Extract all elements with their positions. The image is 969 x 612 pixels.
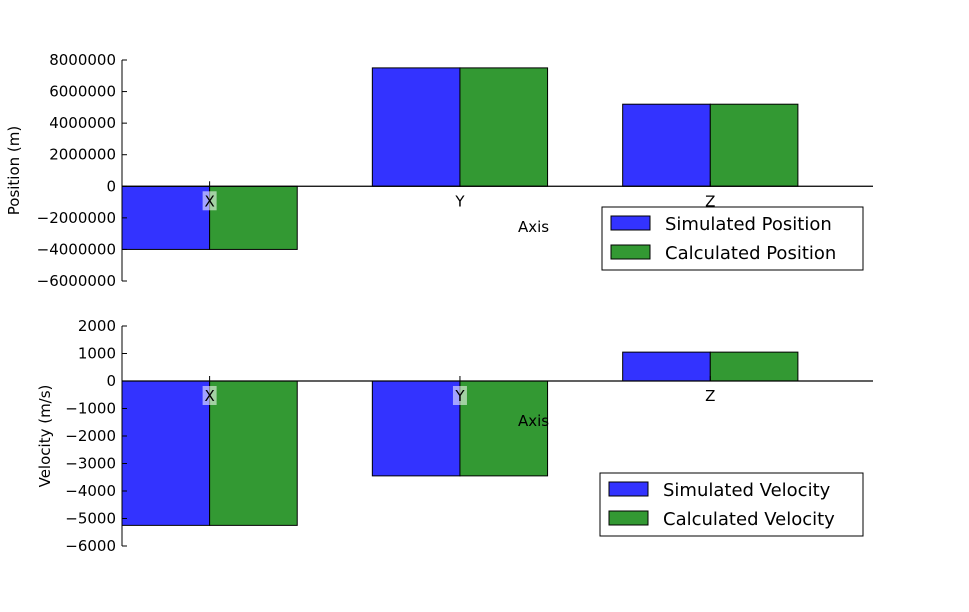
bar-calculated-position-z	[709, 103, 799, 187]
x-tick-label-bg	[202, 386, 217, 405]
x-tick-label-bg	[202, 191, 217, 211]
legend-swatch	[610, 215, 651, 231]
y-axis-title: Position (m)	[5, 126, 23, 216]
y-axis-title: Velocity (m/s)	[36, 385, 54, 488]
y-tick-label: −2000	[65, 427, 116, 445]
bar-simulated-position-z	[622, 103, 711, 187]
bar-calculated-velocity-y	[459, 380, 549, 477]
bar-simulated-velocity-z	[622, 351, 711, 382]
x-tick-label: Y	[454, 192, 465, 210]
bar-calculated-velocity-x	[209, 380, 298, 526]
legend-label: Simulated Position	[665, 214, 832, 235]
legend-swatch	[608, 510, 649, 526]
bar-calculated-velocity-z	[709, 351, 799, 382]
y-tick-label: 4000000	[49, 114, 116, 132]
y-tick-label: 2000000	[49, 146, 116, 164]
bar-simulated-position-y	[371, 67, 461, 187]
x-tick-label: X	[204, 192, 214, 210]
y-tick-label: 0	[106, 372, 116, 390]
y-tick-label: 1000	[78, 345, 116, 363]
y-tick-label: −4000000	[37, 240, 116, 258]
y-tick-label: −6000	[65, 537, 116, 555]
y-tick-label: 2000	[78, 317, 116, 335]
legend-label: Simulated Velocity	[663, 480, 831, 501]
x-tick-label-bg	[452, 386, 467, 405]
x-tick-label: Z	[705, 387, 715, 405]
y-tick-label: −2000000	[37, 209, 116, 227]
velocity-chart: 2000 1000 0 −1000 −2000 −3000 −4000 −5000 −6000 X…	[36, 317, 873, 555]
y-tick-label: 6000000	[49, 83, 116, 101]
x-axis-title: Axis	[518, 218, 549, 236]
legend-label: Calculated Velocity	[663, 509, 835, 530]
legend-label: Calculated Position	[665, 243, 836, 264]
y-tick-label: −5000	[65, 510, 116, 528]
y-tick-label: −6000000	[37, 272, 116, 290]
position-chart: 8000000 6000000 4000000 2000000 0 −2000000 −40…	[5, 51, 873, 290]
bar-calculated-position-x	[209, 185, 298, 250]
y-tick-label: −3000	[65, 455, 116, 473]
x-tick-label: Y	[454, 387, 465, 405]
bar-simulated-velocity-y	[371, 380, 461, 477]
bar-calculated-position-y	[459, 67, 549, 187]
bar-simulated-position-x	[121, 185, 211, 250]
y-tick-label: 0	[106, 177, 116, 195]
y-tick-label: −1000	[65, 400, 116, 418]
y-tick-label: −4000	[65, 482, 116, 500]
bar-simulated-velocity-x	[121, 380, 211, 526]
legend-swatch	[608, 481, 649, 497]
legend-swatch	[610, 244, 651, 260]
x-axis-title: Axis	[518, 412, 549, 430]
x-tick-label: X	[204, 387, 214, 405]
x-tick-label: Z	[705, 192, 715, 210]
y-tick-label: 8000000	[49, 51, 116, 69]
